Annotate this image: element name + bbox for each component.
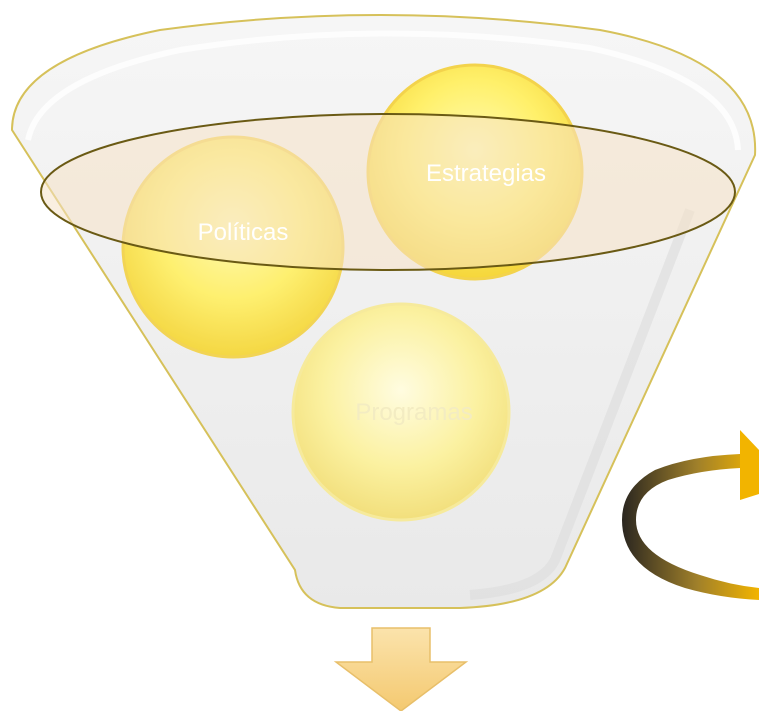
curved-arrow-head [740, 430, 759, 500]
funnel-right-shade [469, 208, 695, 600]
curved-arrow-icon [622, 454, 759, 600]
funnel-inner-shade [25, 30, 741, 151]
circle-programas [291, 302, 511, 522]
label-programas: Programas [355, 399, 472, 426]
down-arrow-icon [333, 627, 469, 711]
funnel-rim [40, 113, 736, 271]
label-estrategias: Estrategias [426, 160, 546, 187]
label-politicas: Políticas [198, 219, 289, 246]
